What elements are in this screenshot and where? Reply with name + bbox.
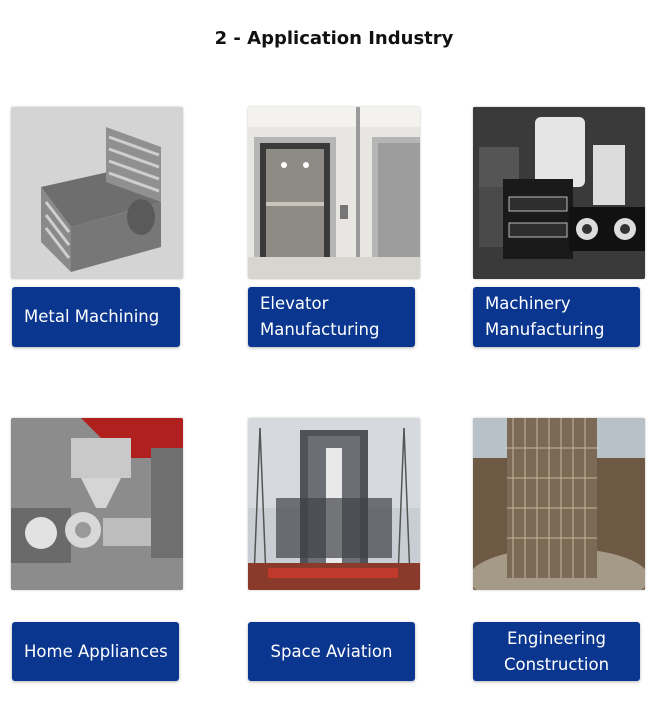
industry-label-line1: Engineering <box>507 628 606 648</box>
elevator-manufacturing-image <box>248 107 420 279</box>
engineering-construction-button[interactable]: Engineering Construction <box>473 622 640 681</box>
industry-label-line2: Construction <box>503 654 610 674</box>
industry-label-line1: Elevator <box>260 294 329 313</box>
engineering-construction-image <box>473 418 645 590</box>
metal-machining-button[interactable]: Metal Machining <box>12 287 180 347</box>
home-appliances-image <box>11 418 183 590</box>
machinery-manufacturing-image <box>473 107 645 279</box>
machinery-manufacturing-button[interactable]: Machinery Manufacturing <box>473 287 640 347</box>
industry-label: Home Appliances <box>24 641 168 661</box>
metal-machining-image <box>11 107 183 279</box>
industry-label: Space Aviation <box>270 641 393 661</box>
industry-label-line1: Machinery <box>485 294 571 313</box>
industry-label-line2: Manufacturing <box>260 320 380 339</box>
elevator-manufacturing-button[interactable]: Elevator Manufacturing <box>248 287 415 347</box>
industry-label-line2: Manufacturing <box>485 320 605 339</box>
space-aviation-image <box>248 418 420 590</box>
home-appliances-button[interactable]: Home Appliances <box>12 622 179 681</box>
industry-label: Metal Machining <box>24 307 160 326</box>
space-aviation-button[interactable]: Space Aviation <box>248 622 415 681</box>
page-title: 2 - Application Industry <box>214 28 454 49</box>
